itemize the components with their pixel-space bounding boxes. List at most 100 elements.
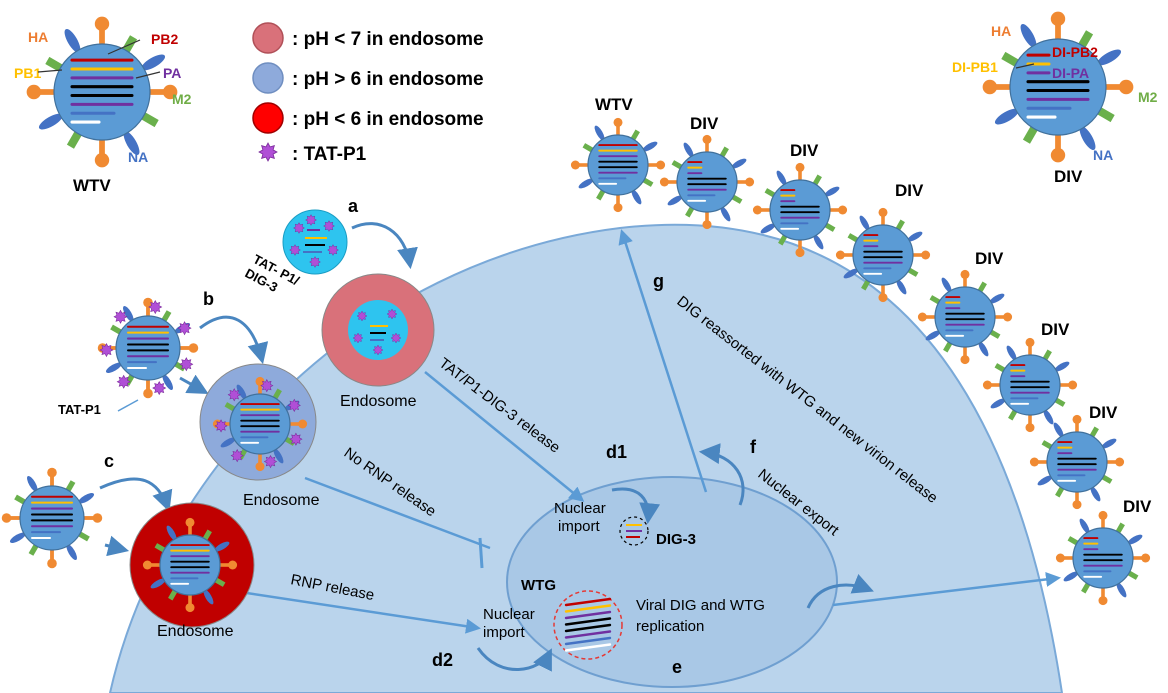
endosome-b <box>199 363 317 481</box>
wtv-ha-label: HA <box>28 29 48 45</box>
endosome-b-label: Endosome <box>243 492 320 509</box>
tat-p1-icon <box>289 244 301 256</box>
arrow-release <box>832 571 1061 607</box>
progeny-div-3 <box>835 207 931 303</box>
step-c: c <box>104 451 114 471</box>
progeny-div-7 <box>1055 510 1151 606</box>
tat-p1-icon <box>352 332 364 344</box>
wtv-m2-label: M2 <box>172 91 192 107</box>
virion-c <box>1 467 103 569</box>
tat-p1-icon <box>230 449 244 463</box>
arrow-c-in <box>104 535 130 557</box>
pathway-arrows <box>99 222 1061 672</box>
model-div-virion <box>982 11 1134 163</box>
div-name: DIV <box>1054 167 1083 186</box>
progeny-div-label-4: DIV <box>975 249 1004 268</box>
tat-p1-icon <box>258 142 278 162</box>
div-pa-label: DI-PA <box>1052 65 1089 81</box>
arrow-b-in <box>179 374 209 395</box>
legend-tat-swatch <box>258 142 278 162</box>
tat-p1-icon <box>390 332 402 344</box>
step-e: e <box>672 657 682 677</box>
arrow-a <box>351 222 418 270</box>
tat-p1-icon <box>152 381 167 396</box>
tat-p1-icon <box>372 344 384 356</box>
tat-p1-icon <box>289 432 303 446</box>
progeny-div-label-5: DIV <box>1041 320 1070 339</box>
tat-p1-icon <box>116 374 131 389</box>
step-labels: a b c d1 d2 e f g <box>104 196 757 677</box>
arrow-no-rnp <box>304 476 491 550</box>
arrow-c <box>99 477 173 512</box>
arrow-g <box>618 229 708 493</box>
progeny-div-label-2: DIV <box>790 141 819 160</box>
tat-p1-icon <box>177 321 192 336</box>
wtv-model-labels: HA PB2 PB1 PA M2 NA WTV <box>14 29 192 195</box>
wtv-na-label: NA <box>128 149 148 165</box>
tat-p1-icon <box>148 299 163 315</box>
dig3-label: DIG-3 <box>656 531 696 548</box>
progeny-div-4 <box>917 269 1013 365</box>
arrow-b <box>199 315 269 365</box>
arrow-f <box>698 443 745 506</box>
wtv-pb2-label: PB2 <box>151 31 178 47</box>
step-a: a <box>348 196 359 216</box>
virions <box>1 11 1151 660</box>
div-pb1-label: DI-PB1 <box>952 59 998 75</box>
progeny-labels: WTV DIV DIV DIV DIV DIV DIV DIV <box>595 95 1152 516</box>
tat-dig3-particle <box>282 209 348 275</box>
virion-in-endosome-c <box>142 517 238 613</box>
nuclear-import-1-line2: import <box>558 518 601 535</box>
legend-acid-swatch <box>252 22 284 54</box>
endosome-c-label: Endosome <box>157 623 234 640</box>
endosome-a-label: Endosome <box>340 393 417 410</box>
legend-tat-text: : TAT-P1 <box>292 144 367 165</box>
wtg-label: WTG <box>521 577 556 594</box>
legend-strong-text: : pH < 6 in endosome <box>292 109 484 130</box>
replication-line2: replication <box>636 618 704 635</box>
wtg-genome <box>553 590 623 660</box>
wtv-pa-label: PA <box>163 65 181 81</box>
div-na-label: NA <box>1093 147 1113 163</box>
wtv-pb1-label: PB1 <box>14 65 41 81</box>
wtv-name: WTV <box>73 176 111 195</box>
div-ha-label: HA <box>991 23 1011 39</box>
nuclear-import-1-line1: Nuclear <box>554 500 606 517</box>
step-d2: d2 <box>432 650 453 670</box>
arrow-no-rnp-block <box>478 537 484 569</box>
tat-p1-icon <box>263 454 278 469</box>
div-m2-label: M2 <box>1138 89 1158 105</box>
replication-line1: Viral DIG and WTG <box>636 597 765 614</box>
arrow-d2 <box>476 647 552 672</box>
tat-p1-icon <box>305 214 317 226</box>
tat-p1-icon <box>287 398 301 412</box>
progeny-div-2 <box>752 162 848 258</box>
progeny-div-5 <box>982 337 1078 433</box>
legend-neutral-swatch <box>252 62 284 94</box>
tat-p1-icon <box>214 419 228 433</box>
step-f: f <box>750 437 757 457</box>
tat-p1-icon <box>179 357 194 372</box>
tat-p1-icon <box>356 310 368 322</box>
endosome-a <box>321 273 435 387</box>
progeny-wtv-label: WTV <box>595 95 633 114</box>
div-pb2-label: DI-PB2 <box>1052 44 1098 60</box>
nuclear-import-2-line1: Nuclear <box>483 606 535 623</box>
arrow-export <box>806 574 874 609</box>
div-model-labels: HA DI-PB2 DI-PB1 DI-PA M2 NA DIV <box>952 23 1158 186</box>
step-d1: d1 <box>606 442 627 462</box>
arrow-tat-release <box>424 371 585 502</box>
tat-p1-icon <box>227 388 241 402</box>
progeny-div-label-7: DIV <box>1123 497 1152 516</box>
arrow-d1 <box>611 487 661 525</box>
step-g: g <box>653 271 664 291</box>
tat-p1-icon <box>99 342 114 358</box>
virion-in-endosome-b <box>212 376 308 472</box>
tat-p1-icon <box>327 244 339 256</box>
progeny-wtv <box>570 117 666 213</box>
nuclear-import-2-line2: import <box>483 624 526 641</box>
tat-p1-icon <box>309 256 321 268</box>
legend-strong-swatch <box>252 102 284 134</box>
progeny-div-label-6: DIV <box>1089 403 1118 422</box>
